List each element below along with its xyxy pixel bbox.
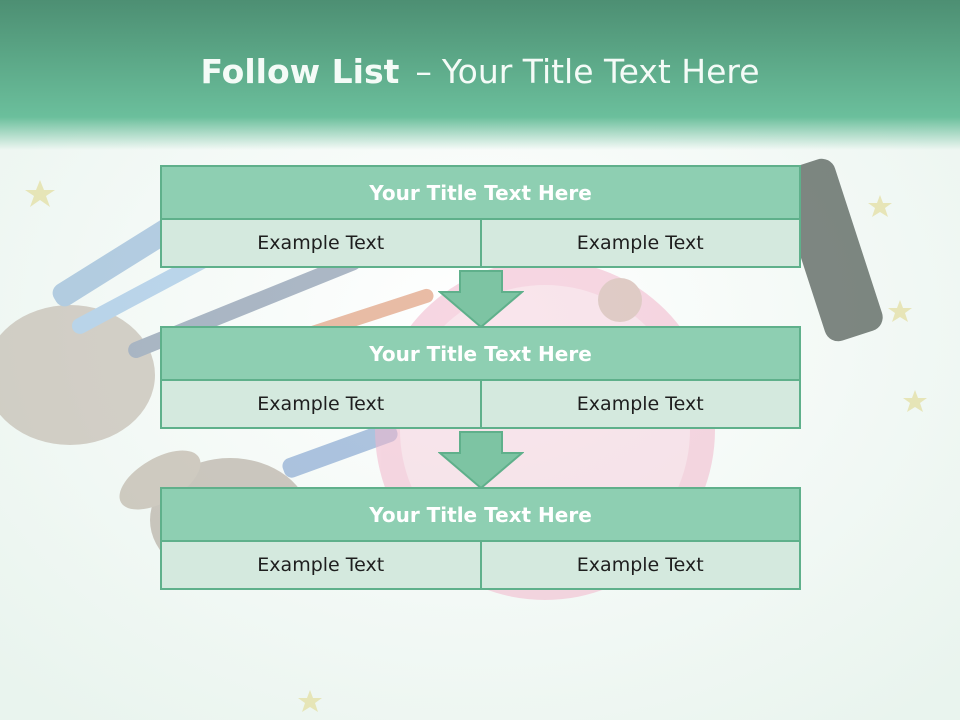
slide-title: Follow List–Your Title Text Here (0, 52, 960, 91)
block-row: Example Text Example Text (160, 540, 801, 590)
header-band (0, 0, 960, 150)
down-arrow-icon (438, 270, 524, 328)
slide-title-separator: – (415, 52, 432, 91)
block-row: Example Text Example Text (160, 379, 801, 429)
slide-title-bold: Follow List (200, 52, 400, 91)
list-block-2: Your Title Text Here Example Text Exampl… (160, 326, 801, 429)
block-cell-left: Example Text (160, 379, 482, 429)
block-cell-right: Example Text (479, 379, 801, 429)
down-arrow-icon (438, 431, 524, 489)
block-title: Your Title Text Here (160, 165, 801, 220)
slide-title-rest: Your Title Text Here (441, 52, 760, 91)
block-title: Your Title Text Here (160, 326, 801, 381)
block-cell-right: Example Text (479, 218, 801, 268)
block-cell-left: Example Text (160, 218, 482, 268)
list-block-1: Your Title Text Here Example Text Exampl… (160, 165, 801, 268)
block-title: Your Title Text Here (160, 487, 801, 542)
block-row: Example Text Example Text (160, 218, 801, 268)
list-block-3: Your Title Text Here Example Text Exampl… (160, 487, 801, 590)
block-cell-left: Example Text (160, 540, 482, 590)
block-cell-right: Example Text (479, 540, 801, 590)
